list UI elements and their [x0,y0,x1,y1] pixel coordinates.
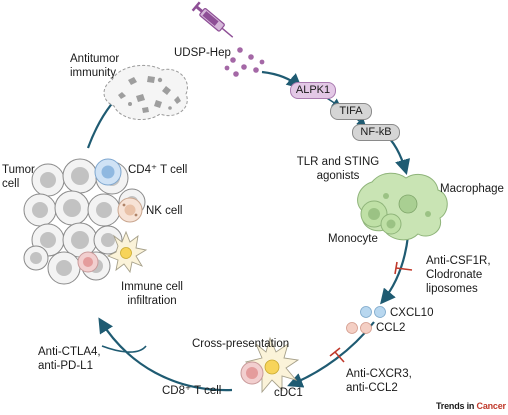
checkpoint-inhibitor-label: Anti-CTLA4, anti-PD-L1 [38,346,101,372]
cross-presentation-label: Cross-presentation [192,338,290,350]
syringe-icon [191,1,234,38]
cxcl10-label: CXCL10 [390,307,434,319]
tifa-pill: TIFA [330,103,372,120]
immunity-label: Antitumor immunity [70,53,120,79]
cxcr3-inhibitor [334,351,345,363]
nk-label: NK cell [146,205,183,217]
cd4-label: CD4⁺ T cell [128,164,188,176]
alpk1-pill: ALPK1 [290,82,336,99]
checkpoint-connector [101,345,147,353]
monocyte-label: Monocyte [328,233,378,245]
arrow-dc-to-tumor [98,317,233,392]
arrow-monocyte-to-chemokines [380,235,410,305]
infiltrating-immune-cells [77,230,148,274]
cd4-t-cell-icon [94,158,122,186]
inhibitor-bars [329,261,413,363]
csf1r-inhibitor [395,267,413,271]
cd8-label: CD8⁺ T cell [162,385,222,397]
tumor-label: Tumor cell [2,164,35,190]
infiltration-label: Immune cell infiltration [121,281,183,307]
ccl2-label: CCL2 [376,322,406,334]
csf1r-inhibitor-label: Anti-CSF1R, Clodronate liposomes [426,255,491,295]
cdc1-label: cDC1 [274,387,303,399]
monocyte-icon [360,200,402,235]
ccl2-molecules [346,322,372,334]
macrophage-label: Macrophage [440,183,504,195]
drug-particles [224,47,265,77]
cxcl10-molecules [360,306,386,318]
cxcr3-inhibitor-label: Anti-CXCR3, anti-CCL2 [346,368,412,394]
nfkb-pill: NF-kB [352,124,400,141]
debris-icon [103,64,188,121]
agonists-label: TLR and STING agonists [296,156,380,182]
journal-brand: Trends in Cancer [436,401,506,411]
nk-cell-icon [117,197,143,223]
cd8-t-cell-icon [240,361,264,385]
drug-label: UDSP-Hep [174,47,231,59]
